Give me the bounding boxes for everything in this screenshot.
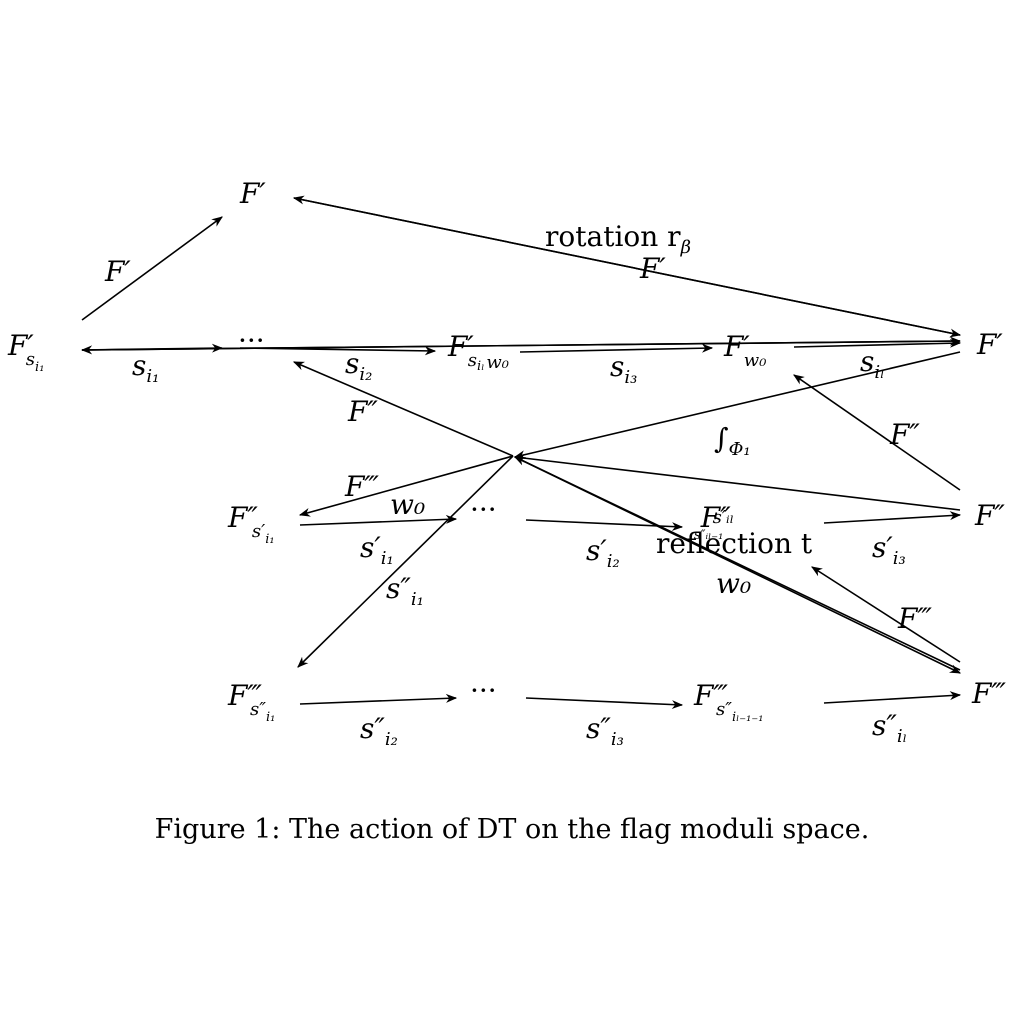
node-row2-left: F″s′i₁ — [227, 501, 275, 547]
node-dots-row1: ··· — [238, 324, 265, 357]
label-r2-c: s′i₂ — [586, 534, 620, 572]
arrow-center-to-row2-left — [298, 455, 514, 517]
node-dots-row3: ··· — [470, 674, 497, 707]
arrow-right-to-center — [513, 351, 961, 460]
label-integral: ∫Φ₁ — [714, 422, 751, 460]
label-r3-c: s″iₗ — [872, 709, 907, 747]
arrow-r1-c — [519, 343, 714, 353]
label-r1-c: si₃ — [610, 350, 637, 388]
node-top-fprime: F′ — [239, 177, 266, 210]
node-right-ftripleprime: F‴ — [971, 677, 1006, 710]
arrow-rotation-back — [293, 197, 962, 338]
label-r2-a: s′i₁ — [360, 531, 394, 569]
label-fdp-right: F″ — [889, 418, 920, 451]
label-ftp-left: F‴ — [344, 470, 379, 503]
node-row3-mid: F‴s″iₗ₋₁₋₁ — [693, 679, 763, 725]
label-r3-a: s″i₂ — [360, 712, 398, 750]
node-f-w0: F′w₀ — [723, 330, 766, 371]
arrow-r1-d — [793, 338, 962, 348]
label-r2-b: s″i₁ — [386, 572, 424, 610]
edge-labels: F′ rotation rβ F′ si₁ si₂ si₃ siₗ F″ F″ … — [104, 220, 932, 750]
arrow-center-to-row3-left — [297, 455, 514, 668]
node-right-fdoubleprime: F″ — [974, 499, 1005, 532]
label-r2-d: s′i₃ — [872, 531, 906, 569]
arrow-center-to-ftp — [514, 456, 962, 674]
arrows — [80, 195, 962, 710]
label-r1-b: si₂ — [345, 347, 372, 385]
label-r1-a: si₁ — [132, 349, 159, 387]
label-r1-d: siₗ — [860, 345, 885, 383]
arrow-r3-b — [525, 697, 684, 710]
arrow-r2-a — [299, 514, 458, 526]
arrow-r1-b — [239, 346, 437, 356]
arrow-r1-long-back — [80, 340, 961, 355]
label-top-left-fprime: F′ — [104, 255, 131, 288]
arrow-r2-b — [525, 519, 684, 532]
arrow-r2-c — [823, 511, 962, 524]
node-right-fprime: F′ — [976, 328, 1003, 361]
node-row3-left: F‴s″i₁ — [227, 679, 275, 725]
label-r3-b: s″i₃ — [586, 712, 624, 750]
label-fdp-left: F″ — [347, 395, 378, 428]
arrow-left-to-top — [81, 216, 223, 321]
label-rotation: rotation rβ — [545, 220, 691, 258]
figure-caption: Figure 1: The action of DT on the flag m… — [155, 814, 870, 845]
arrow-fdp-to-fw0 — [793, 374, 961, 491]
label-w0-right: w₀ — [716, 567, 751, 600]
arrow-r3-a — [299, 693, 458, 705]
label-rotation-fprime: F′ — [639, 252, 666, 285]
arrow-r3-c — [823, 691, 962, 704]
label-ftp-right: F‴ — [897, 602, 932, 635]
arrow-ftp-to-reflection — [811, 566, 961, 663]
label-reflection: reflection t — [656, 527, 813, 560]
node-f-si1-prime: F′si₁ — [7, 329, 44, 375]
node-dots-row2: ··· — [470, 493, 497, 526]
arrow-fdp-to-center — [513, 453, 961, 511]
arrow-center-to-dots1 — [292, 361, 514, 457]
label-w0-left: w₀ — [390, 488, 425, 521]
